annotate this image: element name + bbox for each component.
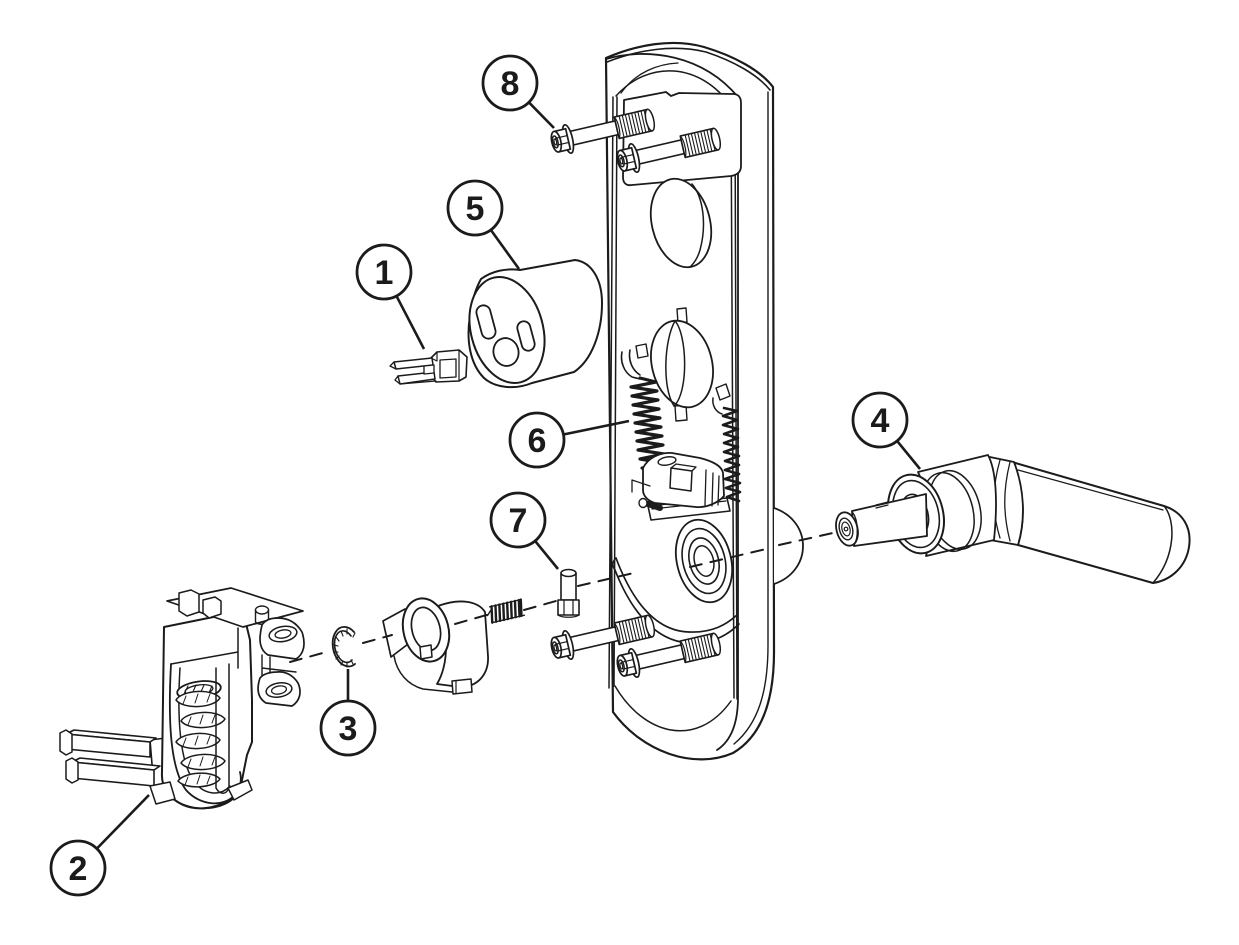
retaining-ring	[331, 625, 356, 668]
callout-7-spindle-pin: 7	[489, 491, 560, 570]
cam-collar	[382, 597, 489, 695]
assembly-centerline	[289, 532, 834, 663]
callout-circle	[508, 411, 566, 469]
callout-number: 8	[501, 65, 520, 103]
callout-leader-line	[395, 295, 426, 350]
callout-circle	[49, 839, 107, 897]
bearing-boss	[675, 518, 733, 604]
spring-cage-chassis	[59, 587, 305, 810]
callout-number: 3	[339, 710, 358, 748]
cylinder-plug	[467, 259, 603, 389]
return-spring-left	[620, 343, 666, 473]
callout-1-retainer-clip: 1	[355, 243, 426, 350]
mounting-screw-top-right	[616, 127, 722, 174]
callout-circle	[851, 391, 909, 449]
callout-number: 7	[509, 502, 528, 540]
turn-disc	[650, 307, 714, 422]
callout-number: 5	[466, 190, 485, 228]
callout-8-mounting-screw: 8	[481, 54, 555, 129]
callout-number: 6	[528, 422, 547, 460]
retainer-clip	[389, 349, 468, 385]
callout-number: 4	[871, 402, 890, 440]
lever-handle	[835, 454, 1191, 584]
callout-leader-line	[527, 101, 555, 129]
mounting-screw-bottom-right	[616, 632, 722, 679]
callout-circle	[489, 491, 547, 549]
callout-leader-line	[563, 419, 630, 436]
callout-3-retaining-ring: 3	[319, 669, 377, 757]
callout-number: 2	[69, 850, 88, 888]
callout-circle	[481, 54, 539, 112]
callout-4-lever-handle: 4	[851, 391, 922, 470]
callout-2-spring-cage-chassis: 2	[49, 794, 150, 897]
compression-spring	[486, 598, 526, 624]
callout-layer: 1 2 3 4 5 6 7 8	[49, 54, 922, 897]
return-spring-right	[712, 383, 742, 503]
callout-circle	[355, 243, 413, 301]
cylinder-hole	[649, 177, 713, 269]
callout-5-cylinder-plug: 5	[446, 179, 521, 270]
callout-6-return-spring: 6	[508, 411, 630, 469]
spindle-pin	[557, 568, 580, 618]
callout-leader-line	[534, 540, 560, 570]
callout-number: 1	[375, 254, 394, 292]
mounting-screw-bottom-left	[550, 614, 656, 661]
callout-leader-line	[896, 440, 922, 470]
chassis-spring-section	[175, 680, 226, 788]
latch-mechanism	[631, 452, 731, 521]
callout-circle	[446, 179, 504, 237]
callout-leader-line	[489, 229, 521, 270]
callout-leader-line	[95, 794, 150, 850]
mounting-screw-top-left	[550, 108, 656, 155]
callout-circle	[319, 699, 377, 757]
spindle-bump	[773, 507, 804, 585]
